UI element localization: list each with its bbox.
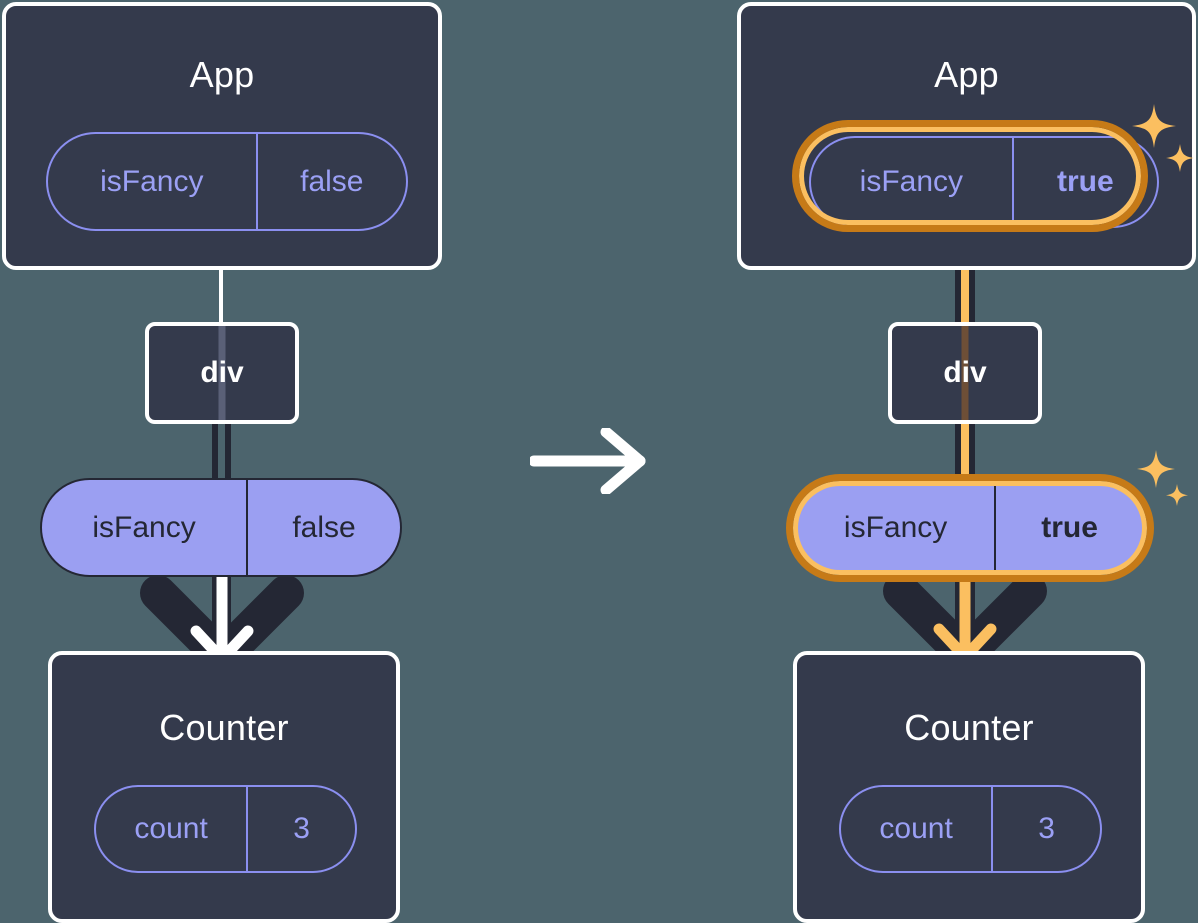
counter-component-before: Counter count 3 — [48, 651, 400, 923]
app-state-key-before: isFancy — [100, 164, 204, 198]
counter-title-before: Counter — [159, 707, 289, 748]
host-div-after: div — [888, 322, 1042, 424]
prop-pill-before: isFancy false — [40, 478, 402, 577]
counter-state-value-after: 3 — [991, 787, 1100, 871]
counter-component-after: Counter count 3 — [793, 651, 1145, 923]
prop-key-after: isFancy — [843, 511, 948, 544]
counter-state-key-after: count — [879, 812, 953, 845]
prop-key-before: isFancy — [92, 510, 196, 544]
app-state-value-before: false — [255, 134, 406, 229]
app-state-pill-after: isFancy true — [809, 136, 1159, 228]
app-state-key-after: isFancy — [859, 165, 964, 198]
wire-app-to-div-before — [219, 266, 223, 326]
prop-pill-after: isFancy true — [795, 483, 1145, 573]
sparkle-icon-prop-after — [1132, 448, 1194, 516]
app-title-after: App — [934, 54, 999, 95]
host-div-before: div — [145, 322, 299, 424]
prop-value-before: false — [246, 480, 400, 575]
counter-state-pill-after: count 3 — [839, 785, 1102, 873]
counter-title-after: Counter — [904, 707, 1034, 748]
wire-div-to-prop-after — [955, 418, 975, 488]
sparkle-icon-app-after — [1126, 100, 1198, 186]
wire-through-div-before — [218, 326, 226, 420]
counter-state-pill-before: count 3 — [94, 785, 357, 873]
app-state-value-after: true — [1011, 138, 1157, 226]
transition-arrow — [528, 426, 650, 496]
wire-div-to-prop-before — [212, 418, 231, 488]
counter-state-value-before: 3 — [246, 787, 355, 871]
host-div-label-after: div — [943, 356, 987, 389]
app-state-pill-before: isFancy false — [46, 132, 408, 231]
wire-through-div-after — [961, 326, 969, 420]
app-component-before: App isFancy false — [2, 2, 442, 270]
app-title-before: App — [189, 54, 255, 95]
host-div-label-before: div — [200, 356, 244, 389]
counter-state-key-before: count — [134, 812, 208, 845]
prop-value-after: true — [994, 485, 1143, 571]
